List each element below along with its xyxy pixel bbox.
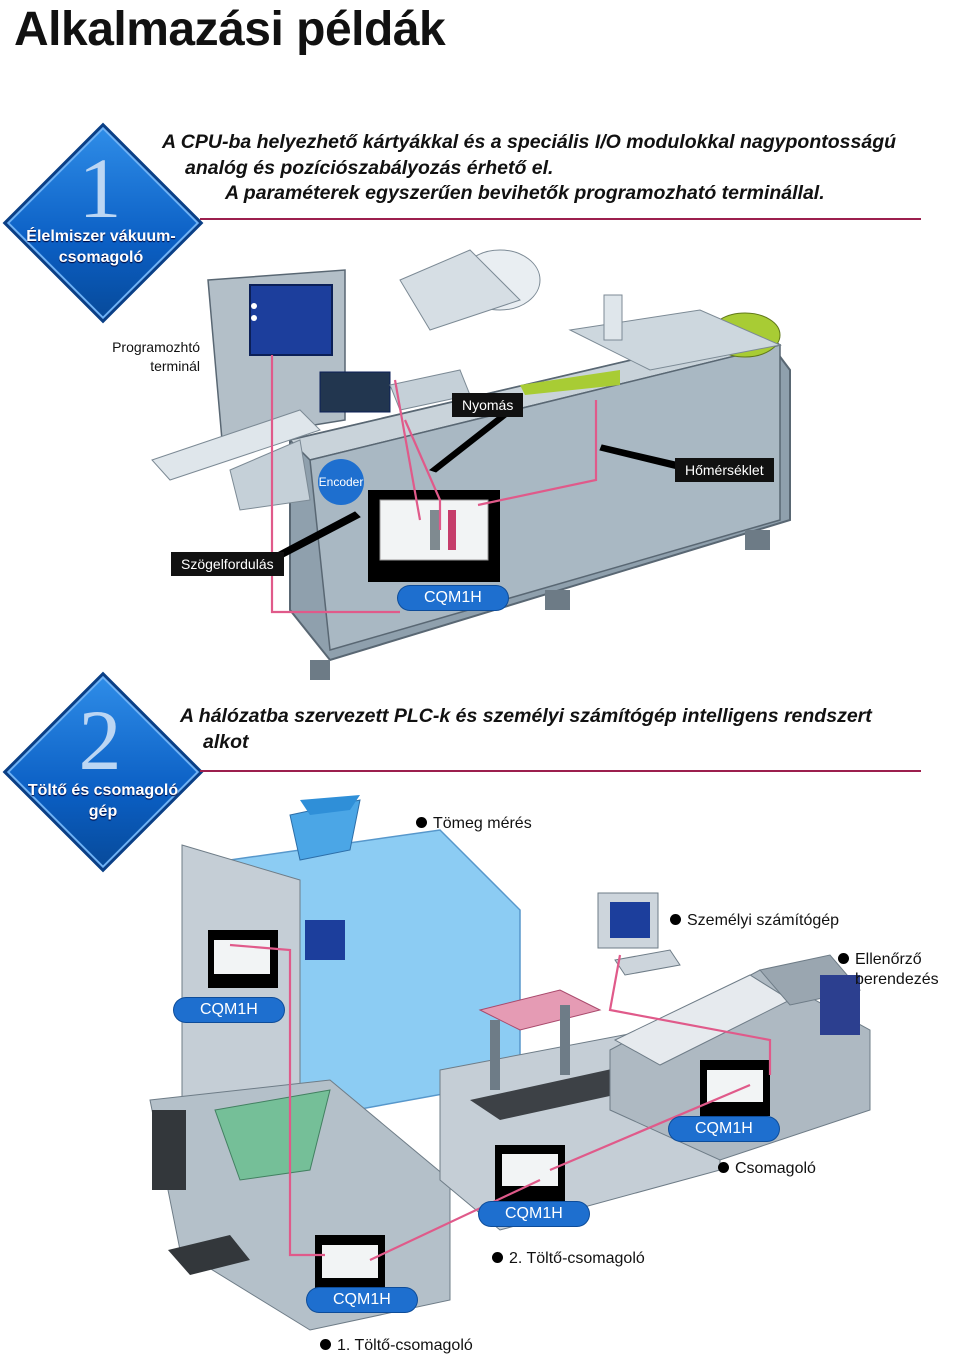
plc-label-filler-2: CQM1H xyxy=(479,1202,589,1226)
section-1-heading-line-2: analóg és pozíciószabályozás érhető el. xyxy=(185,157,554,179)
bullet-dot xyxy=(492,1252,503,1263)
section-1-rule xyxy=(200,218,921,220)
machine-2-body xyxy=(149,795,871,1331)
encoder-badge: Encoder xyxy=(318,459,364,505)
section-2-number: 2 xyxy=(78,692,122,788)
bullet-dot xyxy=(838,953,849,964)
section-2-badge-label: Töltő és csomagoló gép xyxy=(27,782,179,820)
plc-label-1: CQM1H xyxy=(398,586,508,610)
bullet-dot xyxy=(320,1339,331,1350)
bullet-pc: Személyi számítógép xyxy=(670,911,839,931)
plc-label-weigher: CQM1H xyxy=(174,998,284,1022)
network-wires-2 xyxy=(229,943,772,1261)
angle-tag: Szögelfordulás xyxy=(171,552,284,576)
temperature-tag: Hőmérséklet xyxy=(675,458,774,482)
bullet-packer: Csomagoló xyxy=(718,1159,816,1179)
plc-label-packer: CQM1H xyxy=(669,1117,779,1141)
pressure-tag: Nyomás xyxy=(452,393,524,417)
bullet-dot xyxy=(718,1162,729,1173)
section-2-rule xyxy=(200,770,921,772)
section-1-heading-line-3: A paraméterek egyszerűen bevihetők progr… xyxy=(225,182,825,204)
section-1-badge-label: Élelmiszer vákuum- csomagoló xyxy=(26,228,176,266)
signal-wires-1 xyxy=(270,355,598,614)
bullet-dot xyxy=(416,817,427,828)
section-2-heading-line-2: alkot xyxy=(203,731,249,753)
section-2-heading-line-1: A hálózatba szervezett PLC-k és személyi… xyxy=(180,705,872,727)
bullet-weighing: Tömeg mérés xyxy=(416,814,532,834)
page-title: Alkalmazási példák xyxy=(14,3,446,56)
plc-module-1 xyxy=(368,490,500,582)
bullet-filler-2: 2. Töltő-csomagoló xyxy=(492,1249,645,1269)
bullet-dot xyxy=(670,914,681,925)
bullet-checker: Ellenőrző berendezés xyxy=(838,950,939,990)
plc-label-filler-1: CQM1H xyxy=(307,1288,417,1312)
bullet-filler-1: 1. Töltő-csomagoló xyxy=(320,1336,473,1356)
section-1-heading-line-1: A CPU-ba helyezhető kártyákkal és a spec… xyxy=(162,131,897,153)
plc-modules-2 xyxy=(208,930,770,1293)
section-1-number: 1 xyxy=(78,140,122,236)
programmable-terminal-label: Programozhtó terminál xyxy=(112,339,200,374)
